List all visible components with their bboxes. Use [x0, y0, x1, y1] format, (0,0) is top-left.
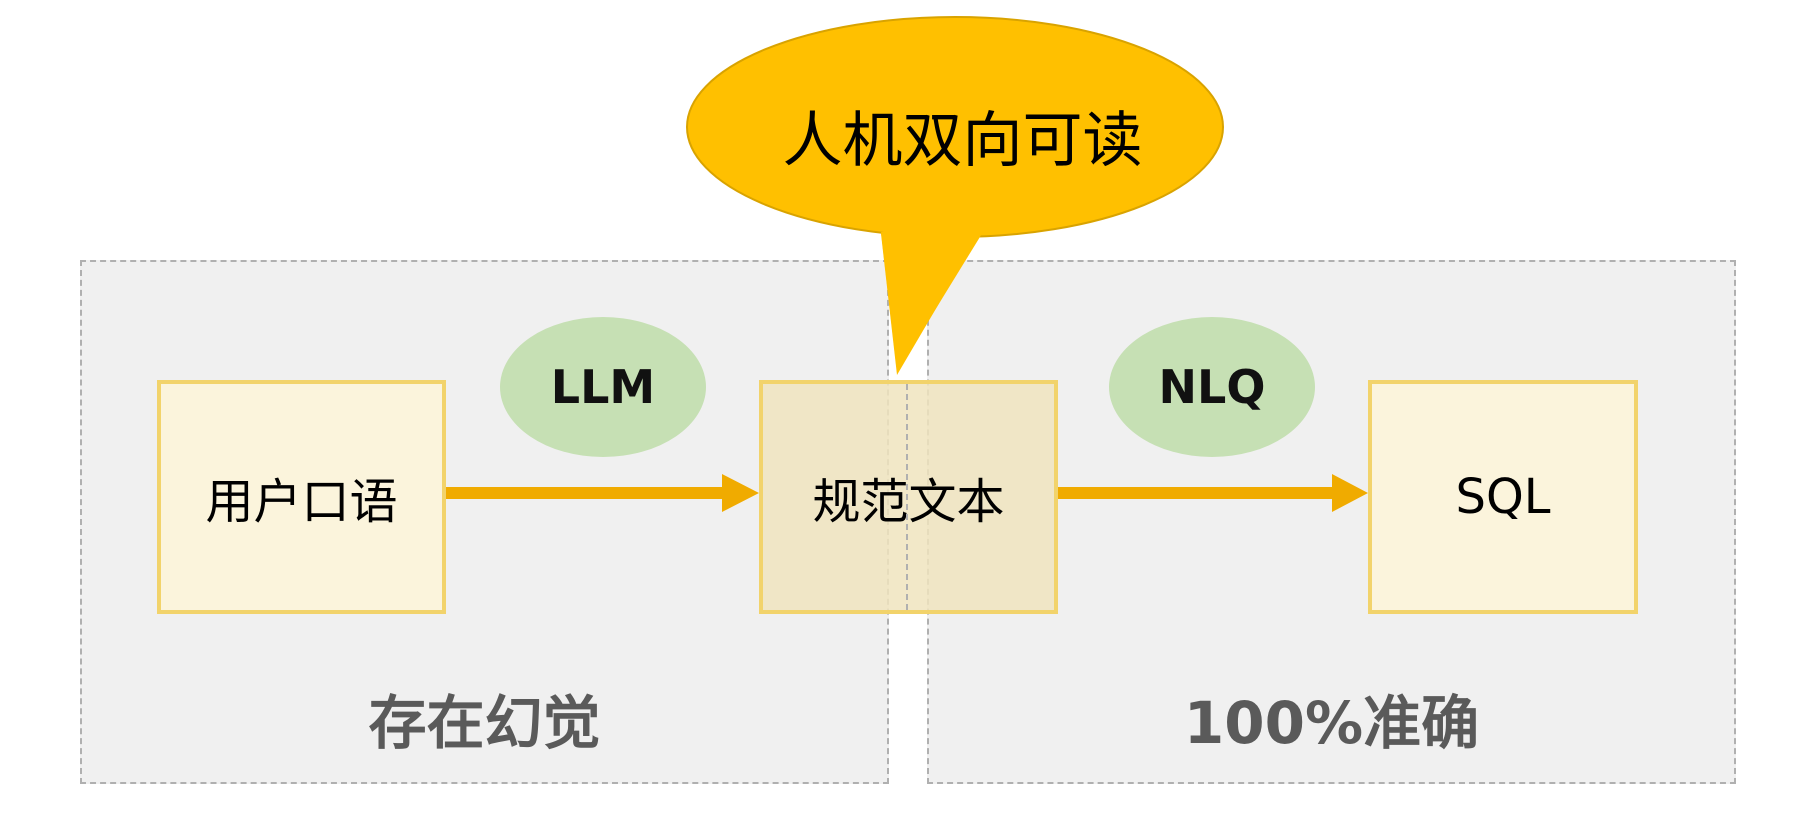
left-region-label: 存在幻觉: [368, 689, 601, 757]
region-divider: [906, 384, 908, 610]
middle-box-label: 规范文本: [812, 474, 1005, 530]
arrow-input-to-middle: [446, 474, 759, 512]
input-box-label: 用户口语: [205, 474, 398, 530]
nlq-label: NLQ: [1158, 360, 1266, 414]
arrow-middle-to-output: [1058, 474, 1368, 512]
right-region-label: 100%准确: [1183, 689, 1480, 757]
llm-label: LLM: [550, 360, 656, 414]
callout-text: 人机双向可读: [782, 106, 1143, 176]
callout-bubble: [686, 16, 1224, 375]
output-box-label: SQL: [1455, 469, 1551, 525]
input-box: 用户口语: [157, 380, 446, 614]
nlq-ellipse: NLQ: [1109, 317, 1315, 457]
middle-box: 规范文本: [759, 380, 1058, 614]
llm-ellipse: LLM: [500, 317, 706, 457]
output-box: SQL: [1368, 380, 1638, 614]
